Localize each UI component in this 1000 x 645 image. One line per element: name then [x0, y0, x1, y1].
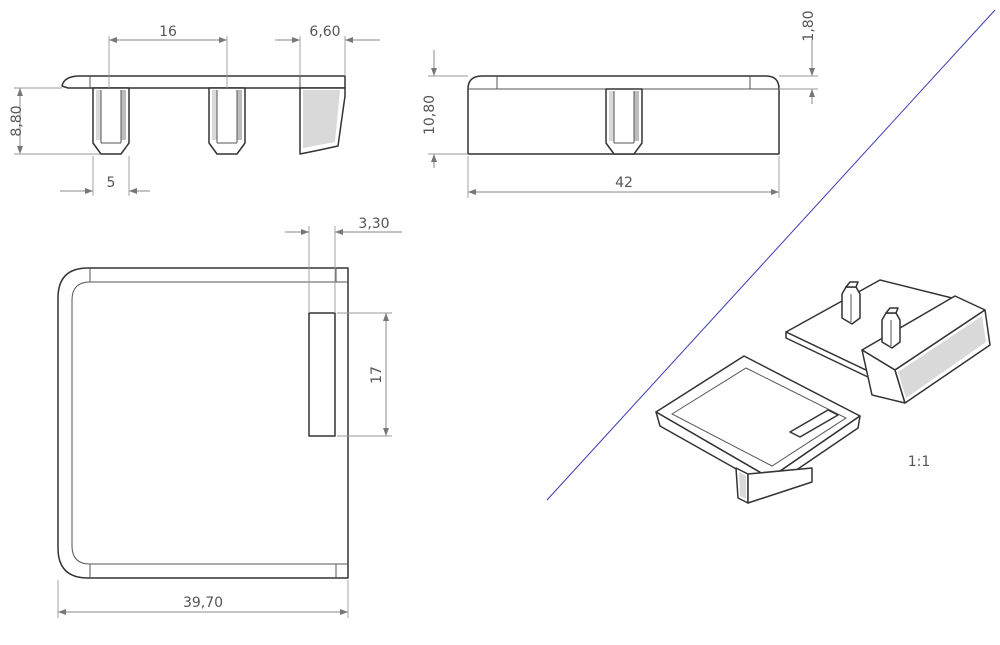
dim-plan-slot-width: 3,30	[358, 216, 389, 232]
iso-part-with-pegs	[785, 279, 991, 404]
side-view	[467, 75, 780, 155]
side-view-dimensions: 1,80 10,80 42	[422, 10, 818, 198]
side-view-peg	[605, 88, 643, 155]
dim-plan-slot-length: 17	[369, 366, 385, 384]
front-view-peg-right	[208, 87, 246, 155]
plan-view	[57, 267, 349, 579]
front-view-dimensions: 16 6,60 8,80 5	[9, 24, 380, 196]
dim-top-pad-width: 6,60	[309, 24, 340, 40]
dim-top-spacing: 16	[159, 24, 177, 40]
isometric-view	[655, 279, 991, 504]
dim-side-length: 42	[615, 175, 633, 191]
plan-view-slot	[308, 312, 336, 437]
front-view-plate	[61, 75, 346, 89]
scale-label: 1:1	[908, 454, 931, 470]
iso-slot	[789, 409, 839, 438]
dim-top-peg-width: 5	[107, 175, 116, 191]
iso-part-with-slot	[655, 355, 861, 504]
plan-view-outline	[57, 267, 349, 579]
front-view	[61, 75, 346, 155]
dim-side-height: 10,80	[422, 95, 438, 135]
front-view-peg-left	[92, 87, 130, 155]
dim-side-lip: 1,80	[801, 10, 817, 41]
plan-view-dimensions: 3,30 17 39,70	[57, 216, 402, 618]
section-divider-line	[546, 9, 996, 501]
dim-plan-width: 39,70	[183, 595, 223, 611]
dim-top-height: 8,80	[9, 105, 25, 136]
